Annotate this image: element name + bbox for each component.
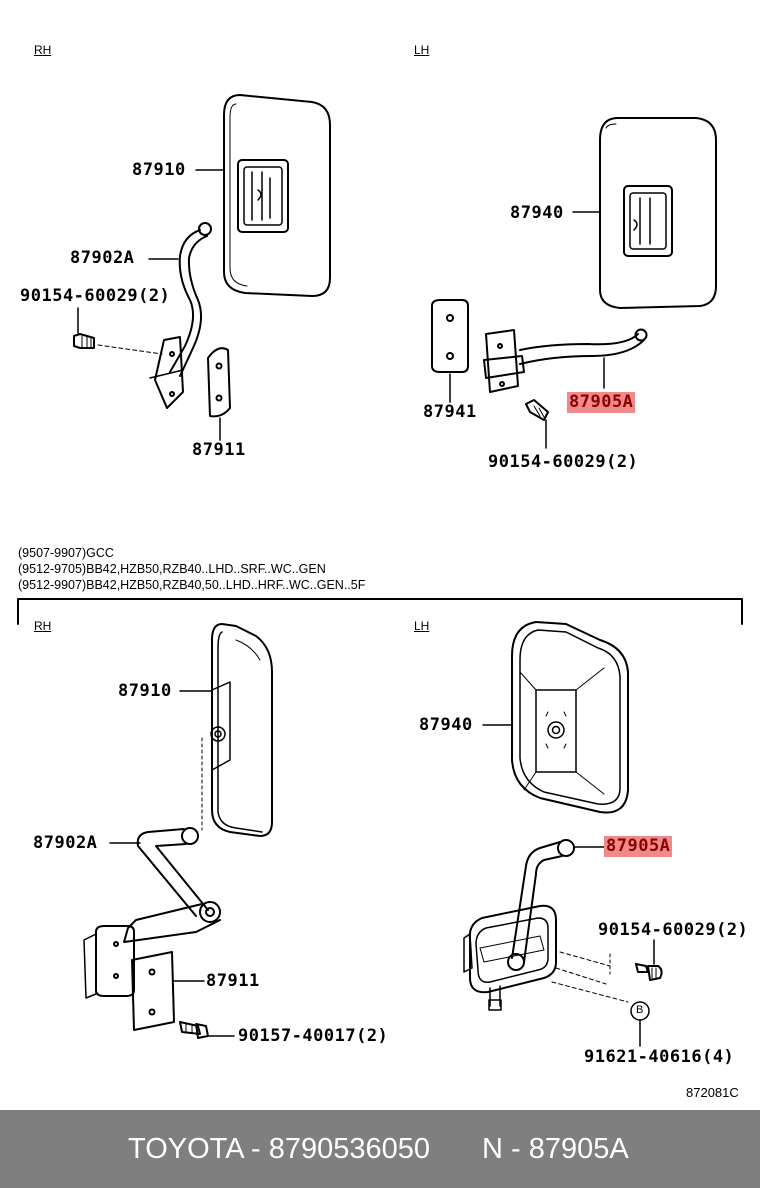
lh-stay-arm (483, 328, 648, 393)
side-label-lh-top: LH (414, 43, 430, 57)
diagram-drawing (17, 94, 743, 1047)
parts-diagram: RH LH 87910 87902A 90154-60029(2) 87911 … (17, 43, 749, 1100)
rh-stay-arm-b (83, 827, 221, 999)
side-label-rh-bottom: RH (34, 619, 52, 633)
side-label-rh-top: RH (34, 43, 52, 57)
part-label-87905a-top-highlighted[interactable]: 87905A (567, 392, 636, 413)
lh-mirror-flat (599, 117, 717, 309)
applicability-note-1: (9507-9907)GCC (18, 546, 114, 560)
section-bracket (17, 598, 743, 625)
part-label-rivet[interactable]: 91621-40616(4) (584, 1047, 735, 1067)
part-label-bolt-lh-top[interactable]: 90154-60029(2) (488, 452, 639, 472)
footer-ref-number: N - 87905A (482, 1133, 629, 1165)
rh-bolt-b (179, 1021, 209, 1039)
footer-brand-part-number: TOYOTA - 8790536050 (128, 1133, 431, 1165)
applicability-note-2: (9512-9705)BB42,HZB50,RZB40..LHD..SRF..W… (18, 562, 326, 576)
lh-mirror-convex (511, 621, 629, 814)
footer-bar: TOYOTA - 8790536050 N - 87905A (0, 1110, 760, 1188)
part-label-bolt-rh-bottom[interactable]: 90157-40017(2) (238, 1026, 389, 1046)
part-label-87940-bottom[interactable]: 87940 (419, 715, 473, 735)
side-label-lh-bottom: LH (414, 619, 430, 633)
part-label-87910-bottom[interactable]: 87910 (118, 681, 172, 701)
diagram-code: 872081C (686, 1085, 739, 1100)
rh-plate (207, 347, 231, 418)
part-label-87905a-bottom-highlighted[interactable]: 87905A (604, 836, 673, 857)
part-label-87941[interactable]: 87941 (423, 402, 477, 422)
rh-stay-arm (149, 222, 212, 409)
part-label-87911-top[interactable]: 87911 (192, 440, 246, 460)
rh-mirror-convex (201, 623, 273, 837)
lh-plate (431, 299, 469, 373)
lh-stay-arm-b (463, 839, 629, 1011)
rh-bolt (73, 333, 163, 355)
part-label-87902a-top[interactable]: 87902A (70, 248, 135, 268)
applicability-note-3: (9512-9907)BB42,HZB50,RZB40,50..LHD..HRF… (18, 578, 366, 592)
part-label-bolt-rh-top[interactable]: 90154-60029(2) (20, 286, 171, 306)
rh-plate-b (131, 951, 175, 1031)
circle-marker-b: B (636, 1004, 644, 1016)
rh-mirror-flat (223, 94, 331, 297)
lh-bolt-b (635, 963, 663, 981)
part-label-87902a-bottom[interactable]: 87902A (33, 833, 98, 853)
part-label-87911-bottom[interactable]: 87911 (206, 971, 260, 991)
part-label-bolt-lh-bottom[interactable]: 90154-60029(2) (598, 920, 749, 940)
part-label-87940-top[interactable]: 87940 (510, 203, 564, 223)
part-label-87910-top[interactable]: 87910 (132, 160, 186, 180)
lh-bolt (525, 399, 549, 421)
